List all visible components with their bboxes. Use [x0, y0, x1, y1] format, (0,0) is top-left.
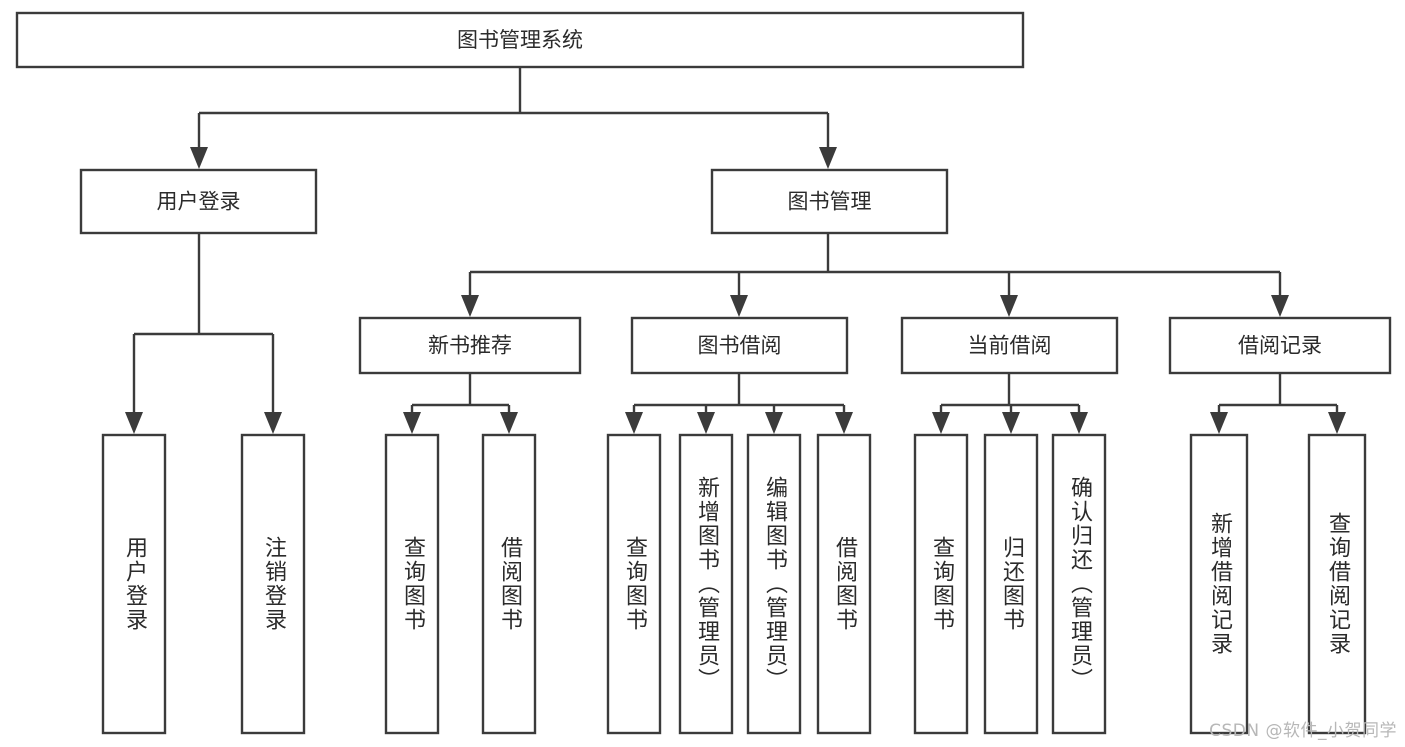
connector-group-userlogin_to_leaves: [125, 233, 282, 434]
boxes-layer: [15, 11, 1392, 735]
arrow-head-1: [500, 412, 518, 434]
node-label-level3-1-图书借阅: 图书借阅: [698, 334, 782, 358]
node-box-level3-1-图书借阅[interactable]: [630, 316, 849, 375]
arrow-head-0: [190, 147, 208, 169]
arrow-head-0: [125, 412, 143, 434]
arrow-head-2: [1070, 412, 1088, 434]
arrow-head-3: [835, 412, 853, 434]
node-box-level3-2-当前借阅[interactable]: [900, 316, 1119, 375]
node-box-leaf-0-用户登录[interactable]: [101, 433, 167, 735]
node-box-leaf-8-查询图书[interactable]: [913, 433, 969, 735]
node-box-leaf-5-新增图书管理员[interactable]: [678, 433, 734, 735]
node-box-leaf-3-借阅图书[interactable]: [481, 433, 537, 735]
node-box-leaf-2-查询图书[interactable]: [384, 433, 440, 735]
node-label-level2-0-用户登录: 用户登录: [157, 190, 241, 214]
edges-layer: [125, 67, 1346, 434]
node-box-leaf-7-借阅图书[interactable]: [816, 433, 872, 735]
node-box-level2-0-用户登录[interactable]: [79, 168, 318, 235]
node-label-level3-0-新书推荐: 新书推荐: [428, 334, 512, 358]
connector-group-newbook_to_leaves: [403, 373, 518, 434]
node-box-leaf-1-注销登录[interactable]: [240, 433, 306, 735]
node-box-leaf-11-新增借阅记录[interactable]: [1189, 433, 1249, 735]
arrow-head-0: [1210, 412, 1228, 434]
node-box-leaf-9-归还图书[interactable]: [983, 433, 1039, 735]
node-label-root-图书管理系统: 图书管理系统: [457, 28, 583, 52]
arrow-head-2: [765, 412, 783, 434]
node-box-leaf-12-查询借阅记录[interactable]: [1307, 433, 1367, 735]
arrow-head-0: [625, 412, 643, 434]
arrow-head-0: [932, 412, 950, 434]
node-box-leaf-6-编辑图书管理员[interactable]: [746, 433, 802, 735]
node-box-leaf-10-确认归还管理员[interactable]: [1051, 433, 1107, 735]
connector-group-root_to_level2: [190, 67, 837, 169]
arrow-head-1: [697, 412, 715, 434]
node-label-level2-1-图书管理: 图书管理: [788, 190, 872, 214]
arrow-head-1: [1328, 412, 1346, 434]
arrow-head-3: [1271, 295, 1289, 317]
connector-group-current_to_leaves: [932, 373, 1088, 434]
arrow-head-0: [461, 295, 479, 317]
node-box-level2-1-图书管理[interactable]: [710, 168, 949, 235]
arrow-head-0: [403, 412, 421, 434]
arrow-head-1: [730, 295, 748, 317]
node-box-leaf-4-查询图书[interactable]: [606, 433, 662, 735]
node-box-level3-0-新书推荐[interactable]: [358, 316, 582, 375]
arrow-head-1: [819, 147, 837, 169]
node-label-level3-2-当前借阅: 当前借阅: [968, 334, 1052, 358]
csdn-watermark: CSDN @软件_小贺同学: [1209, 721, 1397, 741]
connector-group-bookmgmt_to_level3: [461, 233, 1289, 317]
arrow-head-1: [264, 412, 282, 434]
node-label-level3-3-借阅记录: 借阅记录: [1238, 334, 1322, 358]
connector-group-record_to_leaves: [1210, 373, 1346, 434]
node-box-root-图书管理系统[interactable]: [15, 11, 1025, 69]
arrow-head-1: [1002, 412, 1020, 434]
connector-group-borrow_to_leaves: [625, 373, 853, 434]
arrow-head-2: [1000, 295, 1018, 317]
node-box-level3-3-借阅记录[interactable]: [1168, 316, 1392, 375]
